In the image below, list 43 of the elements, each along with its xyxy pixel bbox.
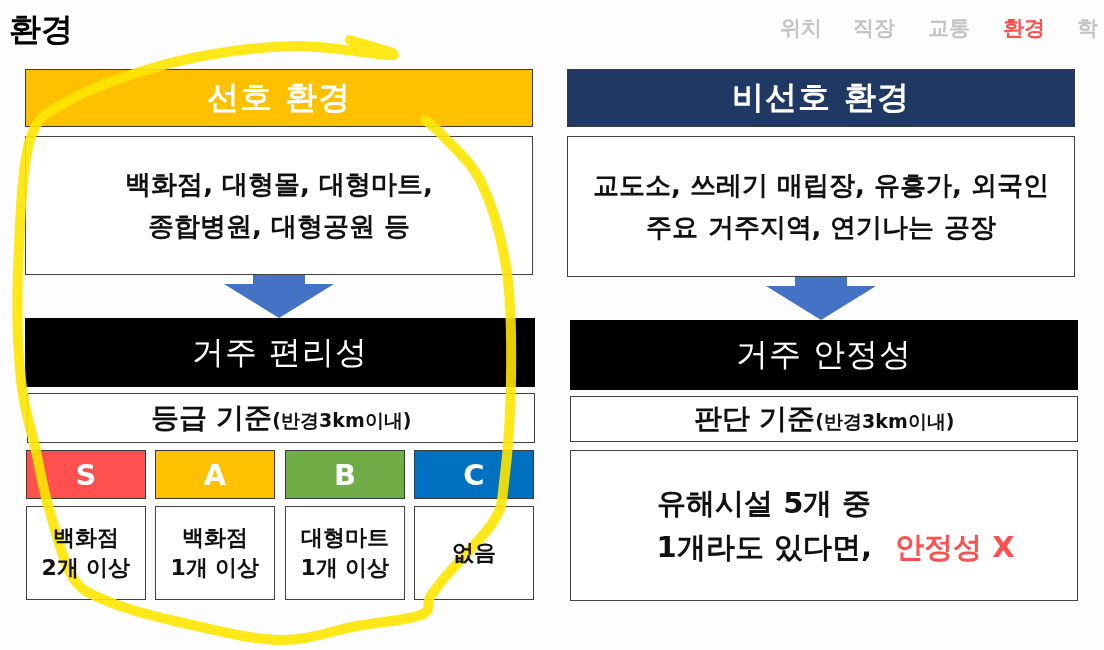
criteria-note: (반경3km이내) <box>272 409 412 431</box>
result-highlight: 안정성 X <box>895 529 1015 564</box>
grade-tile <box>26 450 146 499</box>
body-text: 교도소, 쓰레기 매립장, 유흥가, 외국인 주요 거주지역, 연기나는 공장 <box>592 168 1050 244</box>
header-bar <box>25 69 533 127</box>
nav-label: 위치 <box>780 16 822 42</box>
grade-tile <box>414 450 534 499</box>
grade-tile <box>285 450 405 499</box>
title-band <box>25 318 535 387</box>
result-box <box>570 450 1078 601</box>
nav-label: 환경 <box>1003 16 1045 42</box>
header-bar <box>567 69 1075 127</box>
result-text: 유해시설 5개 중 1개라도 있다면, <box>655 485 873 566</box>
cell-text: 백화점 1개 이상 <box>169 524 261 582</box>
body-text: 백화점, 대형몰, 대형마트, 종합병원, 대형공원 등 <box>124 167 434 243</box>
band-text: 거주 편리성 <box>191 332 369 371</box>
nav-label: 직장 <box>853 16 895 42</box>
nav-label: 교통 <box>928 16 970 42</box>
grade-letter: A <box>203 457 227 492</box>
grade-letter: S <box>75 457 97 492</box>
band-text: 거주 안정성 <box>735 335 913 373</box>
criteria-text: 등급 기준 <box>150 401 273 434</box>
criteria-box <box>570 396 1078 442</box>
header-text: 비선호 환경 <box>732 78 910 116</box>
header-text: 선호 환경 <box>206 78 352 116</box>
title-band <box>570 320 1078 390</box>
table-cell <box>155 506 275 600</box>
nav-label: 학 <box>1077 16 1098 42</box>
text-box <box>567 136 1075 277</box>
grade-tile <box>155 450 275 499</box>
grade-letter: C <box>463 457 485 492</box>
arrow <box>766 277 876 320</box>
criteria-box <box>27 393 535 443</box>
arrow <box>224 275 334 318</box>
cell-text: 대형마트 1개 이상 <box>299 524 391 582</box>
table-cell <box>26 506 146 600</box>
criteria-text: 판단 기준 <box>693 402 816 435</box>
table-cell <box>414 506 534 600</box>
page-title: 환경 <box>9 10 73 49</box>
grade-letter: B <box>333 457 357 492</box>
text-box <box>25 136 533 275</box>
table-cell <box>285 506 405 600</box>
criteria-note: (반경3km이내) <box>815 410 955 432</box>
